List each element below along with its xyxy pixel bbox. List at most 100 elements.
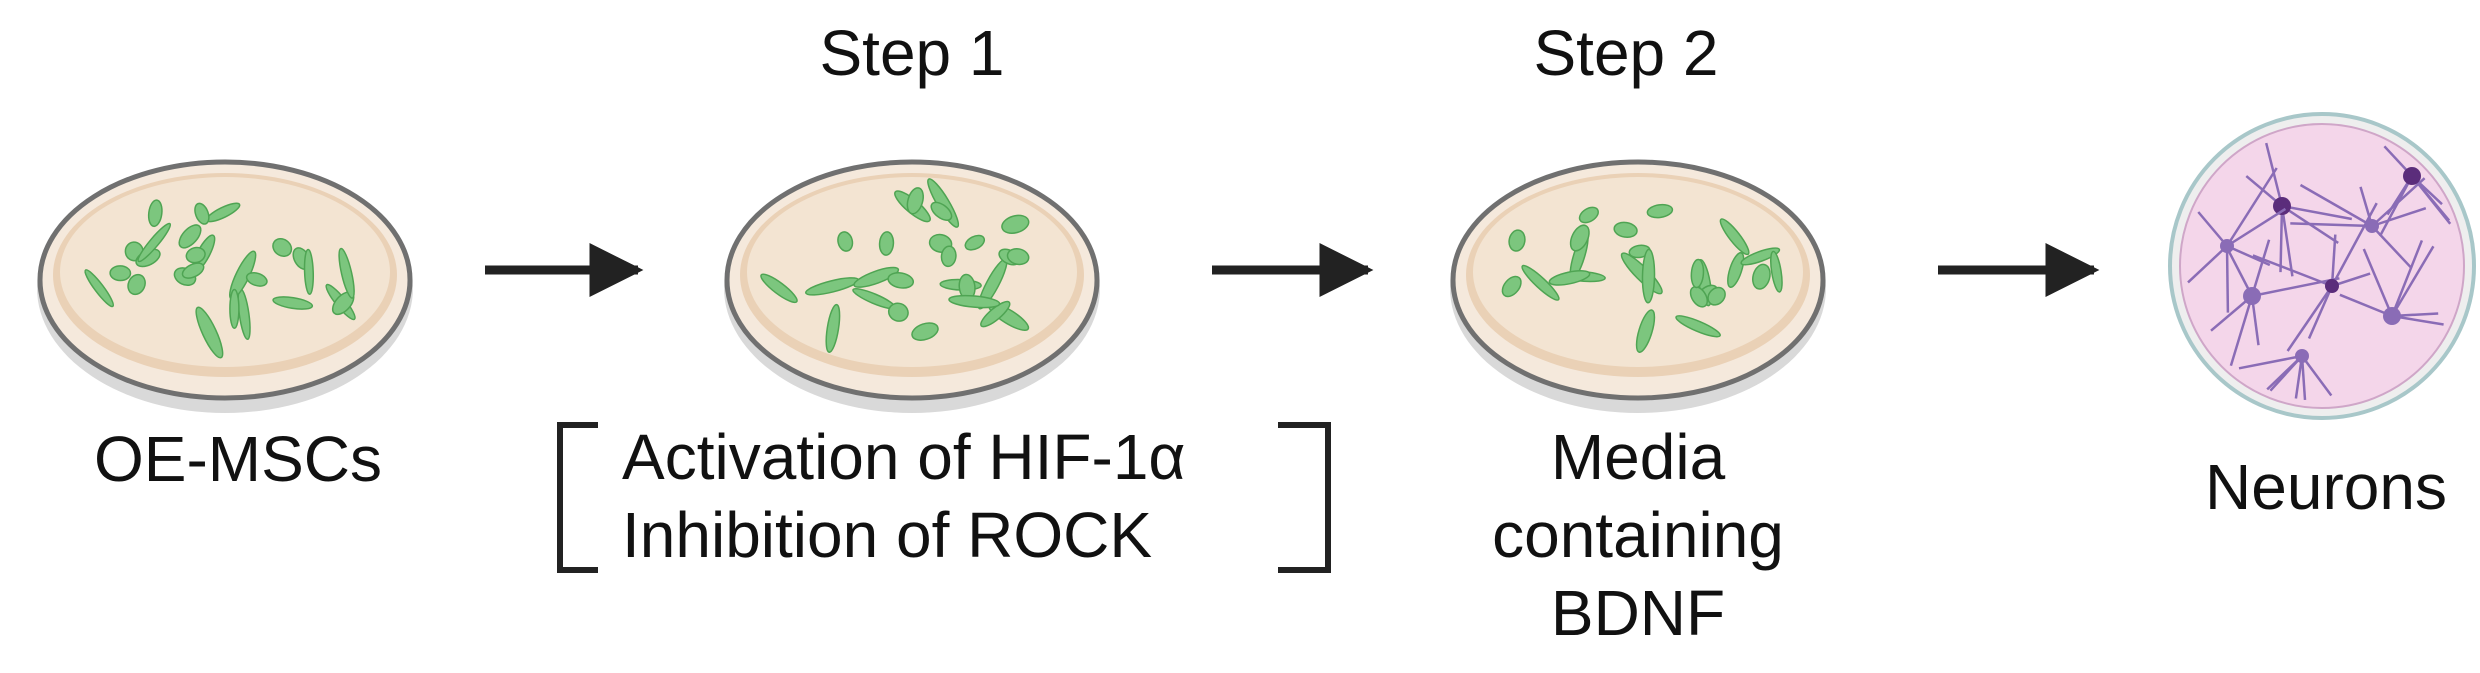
neurite-line	[2411, 175, 2451, 222]
cell-shape	[825, 303, 841, 353]
neurite-line	[2250, 239, 2271, 297]
neurite-line	[2197, 211, 2228, 247]
neurite-line	[2330, 234, 2337, 287]
cell-shape	[940, 245, 957, 268]
neurite-line	[2187, 245, 2228, 284]
cell-shape	[1719, 218, 1750, 256]
neuron-soma	[2243, 287, 2261, 305]
cell-shape	[1508, 229, 1526, 252]
neurite-line	[2281, 204, 2353, 221]
caption-line: Inhibition of ROCK	[622, 499, 1153, 572]
caption-neurons: Neurons	[2205, 451, 2447, 523]
neuron-soma	[2325, 279, 2339, 293]
neurite-line	[2224, 245, 2254, 297]
cell-shape	[195, 306, 224, 359]
cell-shape	[980, 300, 1011, 328]
caption-oe-mscs: OE-MSCs	[94, 423, 382, 495]
neurite-line	[2264, 142, 2284, 207]
neurite-line	[2225, 167, 2278, 247]
cell-shape	[1613, 221, 1638, 238]
cell-shape	[887, 302, 909, 322]
neurite-line	[2339, 293, 2393, 318]
cell-shape	[948, 294, 1001, 309]
neurite-line	[2252, 254, 2333, 288]
neurite-line	[2225, 245, 2230, 313]
neurite-line	[2226, 207, 2287, 248]
cell-shape	[1569, 224, 1590, 252]
cell-shape	[1770, 250, 1783, 293]
cell-shape	[194, 202, 210, 225]
cell-shape	[147, 199, 163, 228]
neurite-line	[2251, 277, 2340, 298]
neurite-line	[2269, 355, 2303, 392]
neurite-line	[2390, 245, 2435, 317]
caption-line: Media	[1550, 421, 1726, 493]
cell-shape	[181, 262, 205, 279]
caption-step-1: Activation of HIF-1α Inhibition of ROCK	[622, 418, 1185, 574]
neuron-soma	[2383, 307, 2401, 325]
caption-line: BDNF	[1550, 577, 1726, 650]
cell-shape	[1501, 275, 1522, 298]
neurite-line	[2371, 225, 2413, 270]
neurite-line	[2238, 354, 2303, 370]
left-bracket	[557, 422, 598, 573]
neurite-line	[2299, 183, 2373, 228]
cell-shape	[911, 322, 939, 341]
cell-shape	[760, 273, 798, 304]
cell-shape	[272, 238, 293, 257]
petri-dish-icon	[37, 159, 413, 413]
cell-shape	[1690, 258, 1705, 289]
neurite-line	[2378, 175, 2414, 237]
cell-shape	[109, 265, 132, 282]
caption-line: Activation of HIF-1α	[622, 421, 1186, 493]
neurite-line	[2229, 295, 2254, 367]
neuron-soma	[2365, 219, 2379, 233]
cell-shape	[1740, 247, 1781, 266]
neurite-line	[2362, 248, 2394, 317]
petri-dish-icon	[724, 159, 1100, 413]
cell-shape	[127, 273, 146, 296]
cell-shape	[272, 296, 314, 310]
cell-shape	[84, 269, 115, 308]
neuron-soma	[2220, 239, 2234, 253]
cell-shape	[229, 288, 240, 330]
cell-shape	[1521, 264, 1560, 301]
neuron-culture-icon	[2168, 112, 2476, 420]
cell-shape	[964, 234, 986, 251]
cell-shape	[338, 247, 355, 299]
cell-shape	[178, 224, 202, 249]
cell-shape	[1707, 286, 1726, 306]
neurite-line	[2226, 244, 2271, 267]
cell-shape	[1727, 252, 1745, 288]
neurite-line	[2390, 239, 2424, 317]
cell-shape	[887, 272, 915, 289]
cell-shape	[1001, 214, 1030, 234]
neurite-line	[2290, 222, 2373, 228]
cell-shape	[878, 231, 895, 256]
cell-shape	[1646, 203, 1674, 219]
cell-shape	[1641, 248, 1656, 304]
neurite-line	[2330, 202, 2378, 287]
caption-line: containing	[1492, 499, 1784, 572]
step-2-label: Step 2	[1533, 17, 1719, 89]
neurite-line	[2300, 355, 2333, 397]
cell-shape	[1689, 286, 1709, 308]
neurite-line	[2300, 355, 2307, 400]
step-1-label: Step 1	[819, 17, 1005, 89]
cell-shape	[1675, 315, 1721, 338]
neurite-line	[2371, 207, 2427, 228]
cell-shape	[1752, 263, 1771, 290]
cell-shape	[303, 248, 315, 296]
right-bracket	[1278, 422, 1331, 573]
cell-shape	[245, 272, 268, 287]
petri-dish-icon	[1450, 159, 1826, 413]
cell-shape	[930, 201, 953, 221]
cell-shape	[906, 187, 924, 215]
neuron-soma	[2273, 197, 2291, 215]
cell-shape	[837, 231, 854, 252]
cell-shape	[1548, 270, 1591, 286]
neurite-line	[2280, 205, 2294, 277]
caption-step-2: Media containing BDNF	[1492, 418, 1784, 652]
cell-shape	[1578, 206, 1599, 224]
